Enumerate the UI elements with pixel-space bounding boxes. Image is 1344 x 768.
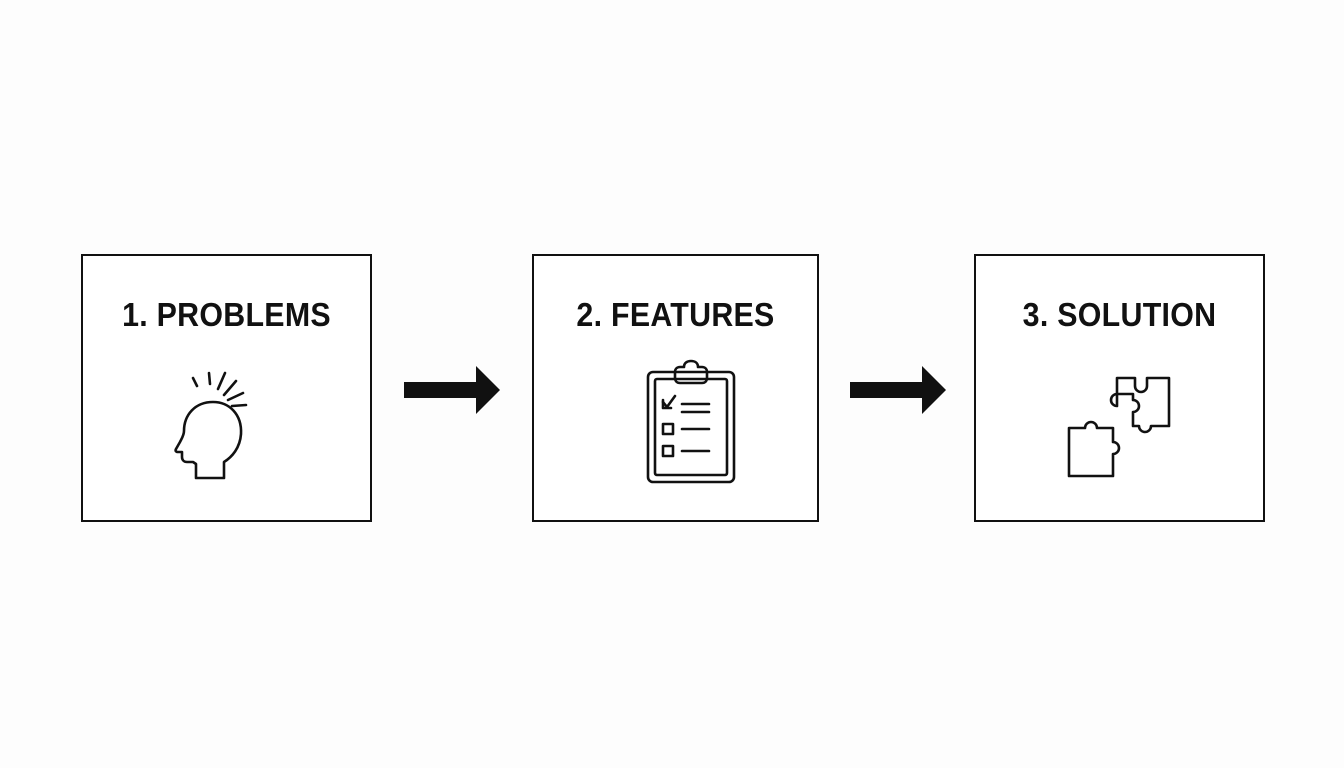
step-title: 1. PROBLEMS [122,296,331,333]
clipboard-checklist-icon [611,358,741,488]
step-title: 2. FEATURES [576,296,775,333]
step-box-problems: 1. PROBLEMS [81,254,372,522]
step-box-solution: 3. SOLUTION [974,254,1265,522]
step-title: 3. SOLUTION [1022,296,1217,333]
head-pain-icon [162,358,292,488]
puzzle-pieces-icon [1055,358,1185,488]
right-arrow-icon [848,364,948,416]
right-arrow-icon [402,364,502,416]
step-box-features: 2. FEATURES [532,254,819,522]
